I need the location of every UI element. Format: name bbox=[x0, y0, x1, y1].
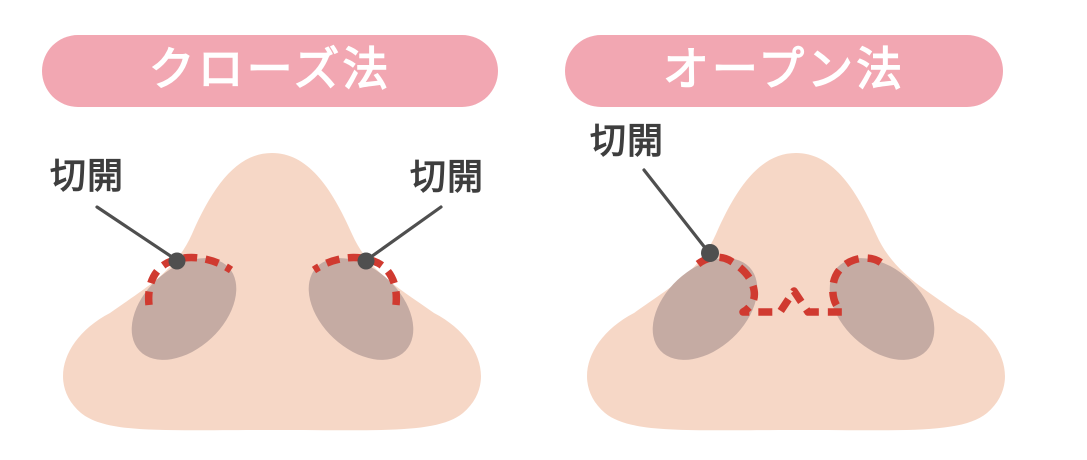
closed-method-title: クローズ法 bbox=[148, 42, 392, 96]
nose-shape bbox=[63, 153, 481, 431]
open-method-panel: オープン法 切開 bbox=[544, 0, 1087, 460]
left-nostril bbox=[131, 258, 237, 360]
open-incision-dashed-line bbox=[695, 253, 889, 316]
open-method-illustration bbox=[587, 153, 1005, 431]
pointer-dot bbox=[701, 244, 719, 262]
open-method-title-pill: オープン法 bbox=[565, 35, 1003, 107]
right-incision-dashed-line bbox=[311, 253, 401, 306]
pointer-line bbox=[642, 168, 708, 251]
right-nostril bbox=[829, 258, 935, 360]
left-pointer-line bbox=[95, 205, 177, 261]
open-method-title: オープン法 bbox=[662, 42, 906, 96]
incision-label-left: 切開 bbox=[50, 156, 125, 197]
right-nostril bbox=[308, 258, 414, 360]
left-pointer-dot bbox=[168, 252, 186, 270]
closed-method-panel: クローズ法 切開 切開 bbox=[0, 0, 543, 460]
closed-method-illustration bbox=[63, 153, 481, 431]
incision-label-right: 切開 bbox=[410, 157, 485, 198]
closed-method-title-pill: クローズ法 bbox=[42, 35, 498, 107]
right-pointer-dot bbox=[357, 252, 375, 270]
left-incision-dashed-line bbox=[144, 253, 234, 306]
right-pointer-line bbox=[366, 205, 443, 261]
left-nostril bbox=[652, 258, 758, 360]
incision-label: 切開 bbox=[590, 121, 665, 162]
